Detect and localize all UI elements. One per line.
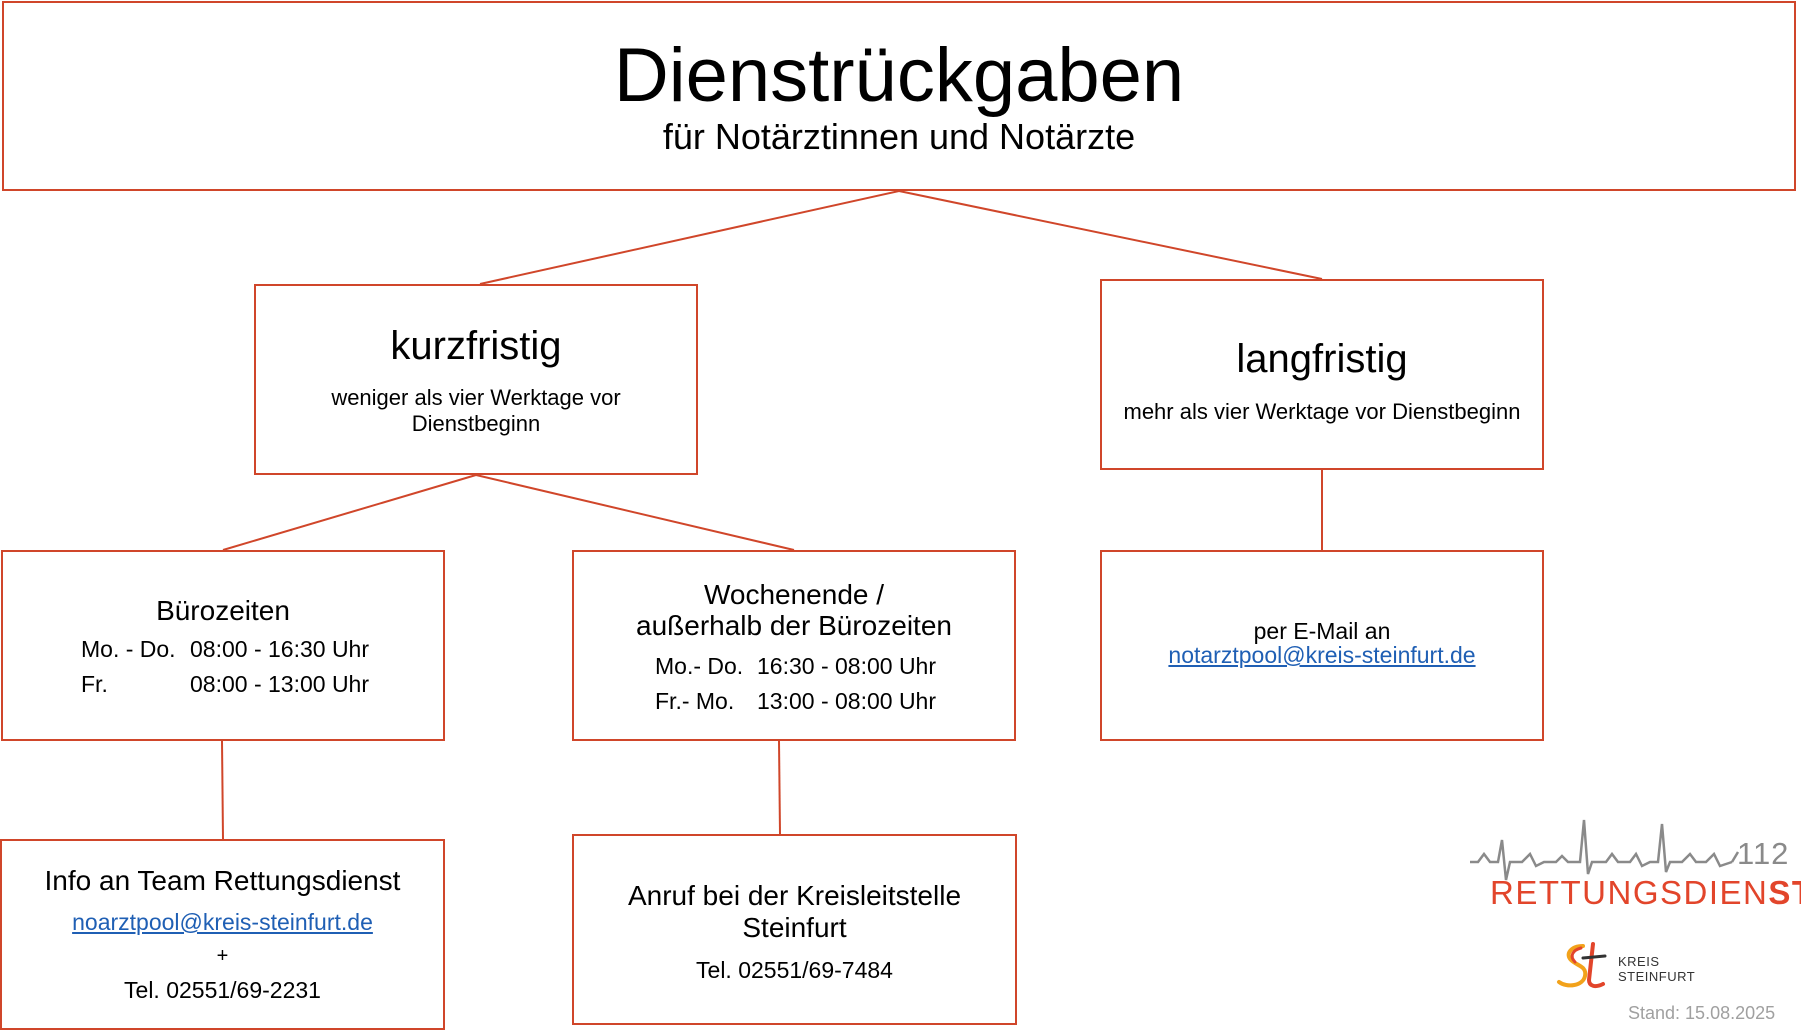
rettungsdienst-logo: RETTUNGSDIENST (1490, 874, 1801, 912)
page-subtitle: für Notärztinnen und Notärzte (662, 116, 1136, 157)
info-team-title: Info an Team Rettungsdienst (44, 865, 401, 896)
wochenende-row-time: 13:00 - 08:00 Uhr (757, 688, 937, 714)
kreisleitstelle-title-line1: Anruf bei der Kreisleitstelle (627, 880, 962, 911)
emergency-number: 112 (1737, 836, 1790, 871)
connector-kurz-buero (222, 474, 477, 551)
kreis-line1: KREIS (1618, 954, 1660, 969)
email-box: per E-Mail an notarztpool@kreis-steinfur… (1100, 550, 1544, 741)
kreisleitstelle-box: Anruf bei der Kreisleitstelle Steinfurt … (572, 834, 1017, 1025)
ecg-line-icon (1470, 819, 1740, 881)
wochenende-title-line1: Wochenende / (703, 579, 885, 610)
buerozeiten-row-time: 08:00 - 13:00 Uhr (190, 671, 370, 697)
rettungsdienst-wordmark: RETTUNGSDIEN (1490, 874, 1769, 911)
kreis-steinfurt-logo-icon (1557, 942, 1607, 989)
langfristig-title: langfristig (1236, 337, 1408, 381)
info-team-box: Info an Team Rettungsdienst noarztpool@k… (0, 839, 445, 1030)
buerozeiten-title: Bürozeiten (156, 595, 290, 626)
kreis-steinfurt-text: KREIS STEINFURT (1618, 954, 1695, 984)
buerozeiten-row-label: Mo. - Do. (81, 636, 176, 662)
header-box: Dienstrückgaben für Notärztinnen und Not… (2, 1, 1796, 191)
kreisleitstelle-phone: Tel. 02551/69-7484 (696, 957, 893, 983)
kreis-line2: STEINFURT (1618, 969, 1696, 984)
rettungsdienst-wordmark-st: ST (1768, 874, 1801, 911)
connector-top-lang (898, 190, 1323, 280)
wochenende-title-line2: außerhalb der Bürozeiten (636, 610, 952, 641)
buerozeiten-row-time: 08:00 - 16:30 Uhr (190, 636, 370, 662)
wochenende-row-time: 16:30 - 08:00 Uhr (757, 653, 937, 679)
wochenende-row-label: Fr.- Mo. (655, 688, 735, 714)
notarztpool-email-link[interactable]: notarztpool@kreis-steinfurt.de (1168, 642, 1476, 668)
kreisleitstelle-title-line2: Steinfurt (742, 912, 847, 943)
wochenende-row-label: Mo.- Do. (655, 653, 744, 679)
connector-buero-info (221, 740, 224, 840)
kurzfristig-box: kurzfristig weniger als vier Werktage vo… (254, 284, 698, 475)
info-team-phone: Tel. 02551/69-2231 (124, 977, 321, 1003)
kurzfristig-description: weniger als vier Werktage vor Dienstbegi… (331, 385, 621, 436)
langfristig-description: mehr als vier Werktage vor Dienstbeginn (1123, 399, 1521, 424)
page-title: Dienstrückgaben (613, 33, 1185, 118)
buerozeiten-row-label: Fr. (81, 671, 108, 697)
connector-top-kurz (479, 190, 900, 285)
kurzfristig-title: kurzfristig (390, 324, 562, 368)
wochenende-box: Wochenende / außerhalb der Bürozeiten Mo… (572, 550, 1016, 741)
noarztpool-email-link[interactable]: noarztpool@kreis-steinfurt.de (72, 909, 373, 935)
plus-sign: + (216, 945, 229, 967)
connector-woche-anruf (778, 740, 781, 835)
buerozeiten-box: Bürozeiten Mo. - Do. 08:00 - 16:30 Uhr F… (1, 550, 445, 741)
connector-kurz-woche (475, 474, 795, 551)
stand-date: Stand: 15.08.2025 (1628, 1003, 1776, 1023)
langfristig-box: langfristig mehr als vier Werktage vor D… (1100, 279, 1544, 470)
email-instruction: per E-Mail an (1253, 618, 1391, 644)
